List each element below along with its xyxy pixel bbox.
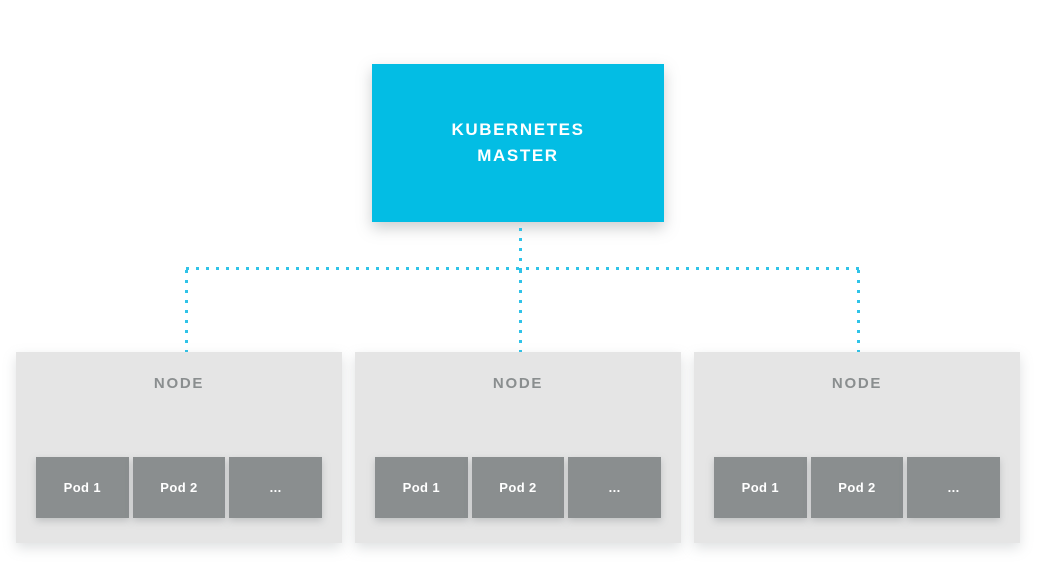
kubernetes-master-box: KUBERNETES MASTER: [372, 64, 664, 222]
node-title: NODE: [492, 375, 544, 392]
pod-box: Pod 1: [375, 457, 468, 518]
kubernetes-master-label: KUBERNETES MASTER: [451, 119, 585, 165]
pod-box: Pod 2: [810, 457, 904, 518]
connector-branch-node-1: [185, 270, 188, 354]
pod-box: Pod 2: [132, 457, 226, 518]
pod-box: Pod 1: [714, 457, 807, 518]
pod-row: Pod 1 Pod 2 ...: [375, 457, 662, 518]
pod-label-ellipsis: ...: [608, 480, 621, 495]
connector-master-trunk: [519, 228, 522, 270]
pod-label: Pod 2: [499, 480, 537, 495]
connector-branch-node-2: [519, 270, 522, 354]
node-title: NODE: [153, 375, 205, 392]
pod-label: Pod 2: [160, 480, 198, 495]
node-box: NODE Pod 1 Pod 2 ...: [355, 352, 681, 543]
pod-label-ellipsis: ...: [269, 480, 282, 495]
pod-box-overflow: ...: [907, 457, 1001, 518]
pod-box-overflow: ...: [229, 457, 323, 518]
pod-box: Pod 1: [36, 457, 129, 518]
pod-label: Pod 1: [402, 480, 441, 495]
pod-box-overflow: ...: [568, 457, 662, 518]
node-box: NODE Pod 1 Pod 2 ...: [16, 352, 342, 543]
node-box: NODE Pod 1 Pod 2 ...: [694, 352, 1020, 543]
pod-box: Pod 2: [471, 457, 565, 518]
pod-label: Pod 1: [63, 480, 102, 495]
connector-branch-node-3: [857, 270, 860, 354]
pod-row: Pod 1 Pod 2 ...: [36, 457, 323, 518]
pod-label-ellipsis: ...: [947, 480, 960, 495]
pod-label: Pod 1: [741, 480, 780, 495]
node-title: NODE: [831, 375, 883, 392]
pod-label: Pod 2: [838, 480, 876, 495]
connector-horizontal-bus: [186, 267, 860, 270]
pod-row: Pod 1 Pod 2 ...: [714, 457, 1001, 518]
